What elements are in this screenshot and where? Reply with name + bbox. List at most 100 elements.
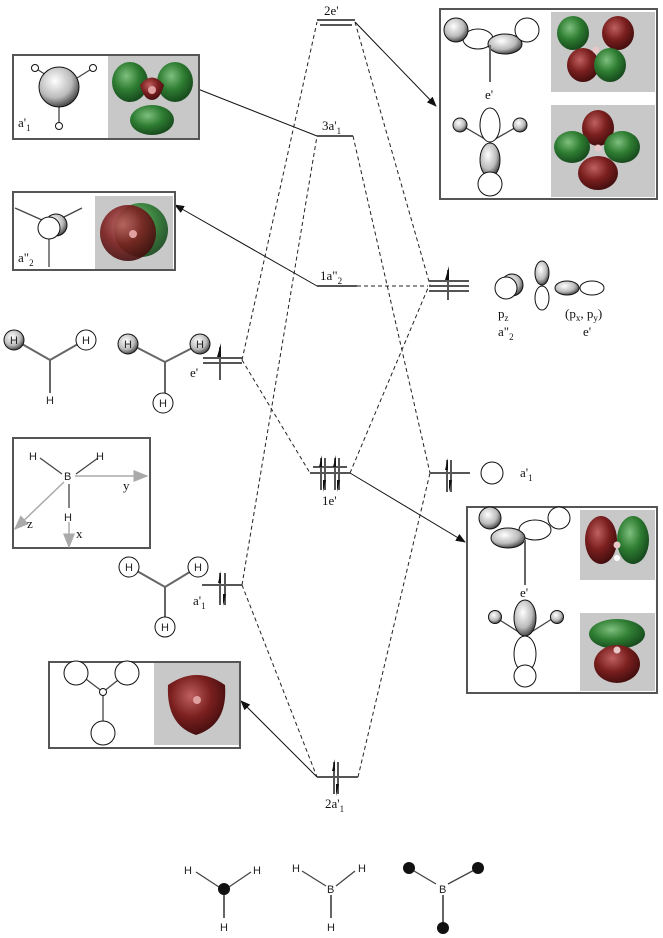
- ey-orbital-sketch: [452, 107, 528, 197]
- mo-render-1e-a: [585, 516, 649, 564]
- px-orbital-icon: [554, 280, 605, 296]
- ex-orbital-sketch: [478, 506, 571, 585]
- electron-pair-icon: [319, 455, 326, 492]
- arrow-2e-to-box: [354, 21, 437, 107]
- boron-p-orbitals: pz a"2 (px, py) e': [494, 260, 605, 342]
- svg-text:a'1: a'1: [18, 115, 31, 133]
- svg-text:x: x: [76, 526, 83, 541]
- svg-text:z: z: [27, 516, 33, 531]
- level-boron-p: [429, 266, 469, 300]
- level-3a1: 3a'1: [317, 118, 353, 137]
- electron-pair-icon: [333, 455, 340, 492]
- label-2a1: 2a': [325, 796, 340, 811]
- label-h3-e: e': [190, 365, 198, 380]
- level-2a1: 2a'1: [317, 759, 358, 814]
- structure-b-dots: B: [403, 862, 484, 934]
- svg-text:a'1: a'1: [193, 593, 206, 611]
- arrow-2a1-to-box: [240, 700, 318, 778]
- mo-render-2a1: [167, 675, 226, 735]
- electron-pair-icon: [332, 759, 339, 796]
- electron-up-icon: [217, 343, 221, 357]
- level-h3-e: e': [190, 343, 242, 380]
- svg-text:H: H: [194, 562, 202, 574]
- box-2a1: [48, 660, 241, 749]
- svg-text:H: H: [159, 398, 167, 410]
- label-1e: 1e': [322, 493, 337, 508]
- z-axis-arrow: [13, 481, 65, 531]
- ex-orbital-sketch: [443, 17, 540, 82]
- corr-h3a1-3a1: [241, 135, 318, 586]
- mo-render-2e-a: [557, 16, 634, 82]
- electron-pair-icon: [218, 571, 226, 606]
- box-a2: a"2: [12, 191, 176, 271]
- mo-render-1a2: [100, 203, 168, 261]
- structure-bh3: H H B H: [292, 863, 366, 934]
- pz-orbital-icon: [494, 273, 524, 300]
- svg-text:pz: pz: [498, 306, 509, 323]
- svg-text:H: H: [161, 622, 169, 634]
- svg-text:H: H: [29, 451, 37, 463]
- mo-render-3a1: [112, 62, 193, 135]
- electron-up-icon: [445, 266, 449, 280]
- arrow-1e-to-box: [349, 472, 466, 543]
- svg-text:a'1: a'1: [520, 465, 533, 483]
- svg-text:B: B: [64, 471, 71, 483]
- svg-text:H: H: [96, 451, 104, 463]
- label-boron-s: a': [520, 465, 528, 480]
- ey-orbital-sketch: [488, 599, 564, 688]
- svg-text:H: H: [292, 863, 300, 875]
- level-boron-s: a'1: [430, 458, 533, 492]
- box-e-top: e': [439, 8, 658, 200]
- svg-text:y: y: [123, 478, 130, 493]
- level-1e: 1e': [310, 455, 350, 508]
- corr-h3e-1e: [241, 359, 311, 474]
- corr-h3e-2e: [241, 21, 318, 361]
- svg-text:(px, py): (px, py): [565, 306, 602, 323]
- pz-orbital-icon: [37, 216, 61, 240]
- svg-text:H: H: [196, 339, 204, 351]
- level-h3-a1: a'1: [193, 571, 242, 611]
- h3-e-orbital-2: H H H: [117, 333, 211, 414]
- corr-h3a1-2a1: [241, 584, 318, 778]
- electron-pair-icon: [445, 458, 452, 492]
- s-orbital-icon: [480, 461, 504, 485]
- svg-text:a"2: a"2: [18, 250, 34, 268]
- svg-text:a"2: a"2: [498, 324, 514, 342]
- h3-e-orbital-1: H H H: [3, 329, 97, 407]
- svg-text:e': e': [520, 585, 528, 600]
- corr-1e-bp: [349, 287, 429, 474]
- svg-text:e': e': [583, 324, 591, 339]
- level-1a2: 1a"2: [317, 268, 357, 287]
- svg-text:H: H: [358, 863, 366, 875]
- mo-render-1e-b: [589, 619, 645, 683]
- mo-render-2e-b: [554, 110, 640, 190]
- svg-text:1a"2: 1a"2: [320, 268, 342, 286]
- svg-text:H: H: [124, 339, 132, 351]
- box-a1-top: a'1: [12, 54, 200, 140]
- correlation-lines: [241, 21, 431, 778]
- label-h3-a1: a': [193, 593, 201, 608]
- svg-text:H: H: [46, 395, 54, 407]
- axes-box: H H B H y z x: [12, 437, 151, 549]
- svg-text:B: B: [439, 884, 446, 896]
- svg-text:e': e': [485, 87, 493, 102]
- corr-3a1-bs: [352, 135, 431, 474]
- svg-text:H: H: [82, 335, 90, 347]
- py-orbital-icon: [534, 260, 550, 311]
- svg-text:H: H: [125, 562, 133, 574]
- label-1a2: 1a": [320, 268, 338, 283]
- arrow-1a2-to-box: [174, 204, 318, 287]
- structure-h3: H H H: [184, 865, 261, 934]
- box-e-bottom: e': [466, 506, 658, 694]
- svg-text:B: B: [327, 884, 334, 896]
- svg-text:2a'1: 2a'1: [325, 796, 344, 814]
- h3-a1-orbital: H H H: [118, 556, 209, 638]
- s-orbital-icon: [38, 66, 80, 108]
- corr-2a1-bs: [357, 472, 431, 778]
- svg-text:H: H: [184, 865, 192, 877]
- corr-2e-bp: [354, 21, 431, 286]
- svg-text:H: H: [64, 512, 72, 524]
- svg-text:3a'1: 3a'1: [322, 118, 341, 136]
- svg-text:H: H: [253, 865, 261, 877]
